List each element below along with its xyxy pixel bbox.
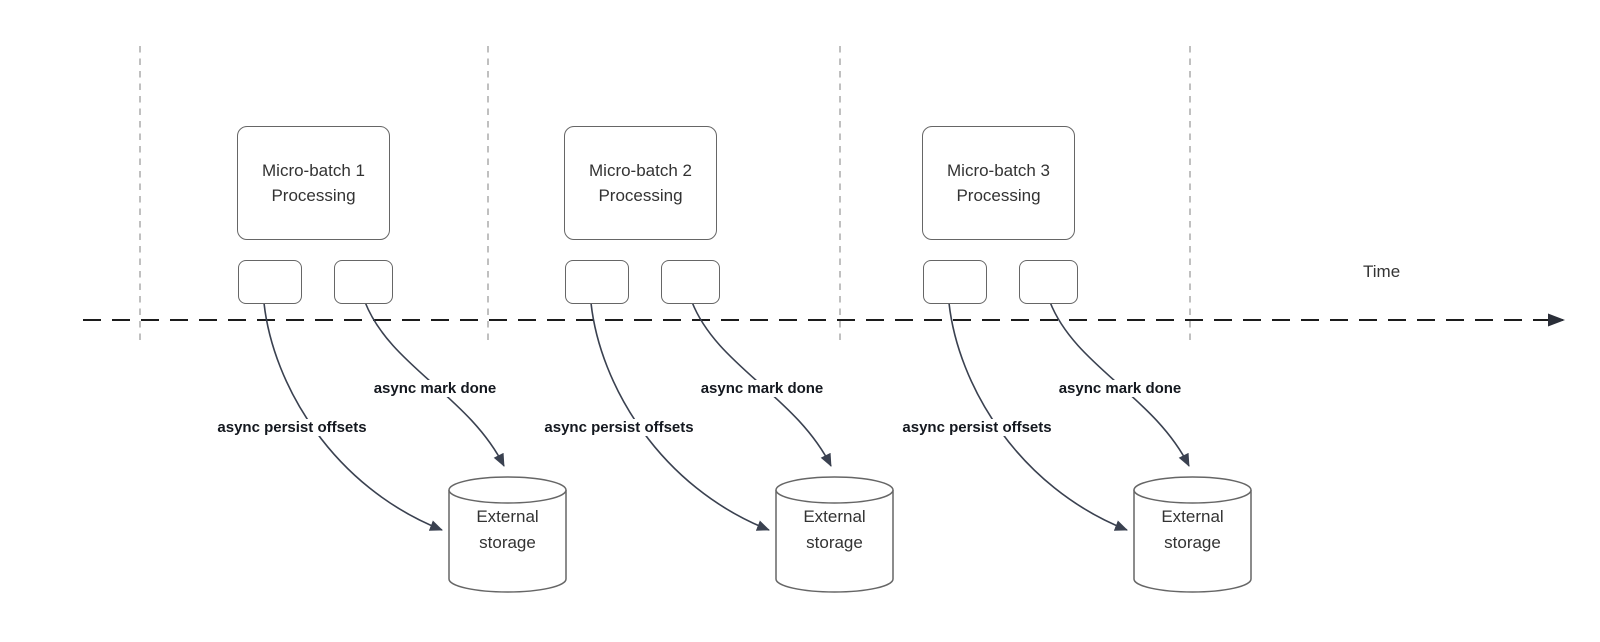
cylinder-body <box>1133 490 1252 593</box>
processing-box-1: Micro-batch 1 Processing <box>237 126 390 240</box>
cylinder-top-ellipse <box>448 476 567 504</box>
storage-label: External storage <box>1161 507 1224 552</box>
processing-box-3: Micro-batch 3 Processing <box>922 126 1075 240</box>
cylinder-body <box>448 490 567 593</box>
persist-offsets-task-box-2 <box>565 260 629 304</box>
mark-done-task-box-1 <box>334 260 393 304</box>
mark-done-task-box-3 <box>1019 260 1078 304</box>
processing-box-label: Micro-batch 3 Processing <box>947 161 1050 205</box>
persist-offsets-label: async persist offsets <box>541 419 697 436</box>
processing-box-label: Micro-batch 1 Processing <box>262 161 365 205</box>
microbatch-group-1-connectors <box>263 301 567 593</box>
cylinder-body <box>775 490 894 593</box>
persist-offsets-arrow <box>948 302 1128 531</box>
cylinder-top-ellipse <box>1133 476 1252 504</box>
mark-done-label: async mark done <box>697 380 827 397</box>
microbatch-group-3-connectors <box>948 301 1252 593</box>
persist-offsets-label: async persist offsets <box>899 419 1055 436</box>
mark-done-label: async mark done <box>370 380 500 397</box>
persist-offsets-arrow <box>590 302 770 531</box>
storage-cylinder <box>448 476 567 593</box>
mark-done-label: async mark done <box>1055 380 1185 397</box>
storage-cylinder <box>775 476 894 593</box>
cylinder-top-ellipse <box>775 476 894 504</box>
persist-offsets-label: async persist offsets <box>214 419 370 436</box>
storage-label: External storage <box>803 507 866 552</box>
persist-offsets-task-box-3 <box>923 260 987 304</box>
time-axis-label: Time <box>1363 262 1401 281</box>
storage-cylinder <box>1133 476 1252 593</box>
processing-box-2: Micro-batch 2 Processing <box>564 126 717 240</box>
mark-done-task-box-2 <box>661 260 720 304</box>
persist-offsets-task-box-1 <box>238 260 302 304</box>
storage-label: External storage <box>476 507 539 552</box>
persist-offsets-arrow <box>263 302 443 531</box>
processing-box-label: Micro-batch 2 Processing <box>589 161 692 205</box>
